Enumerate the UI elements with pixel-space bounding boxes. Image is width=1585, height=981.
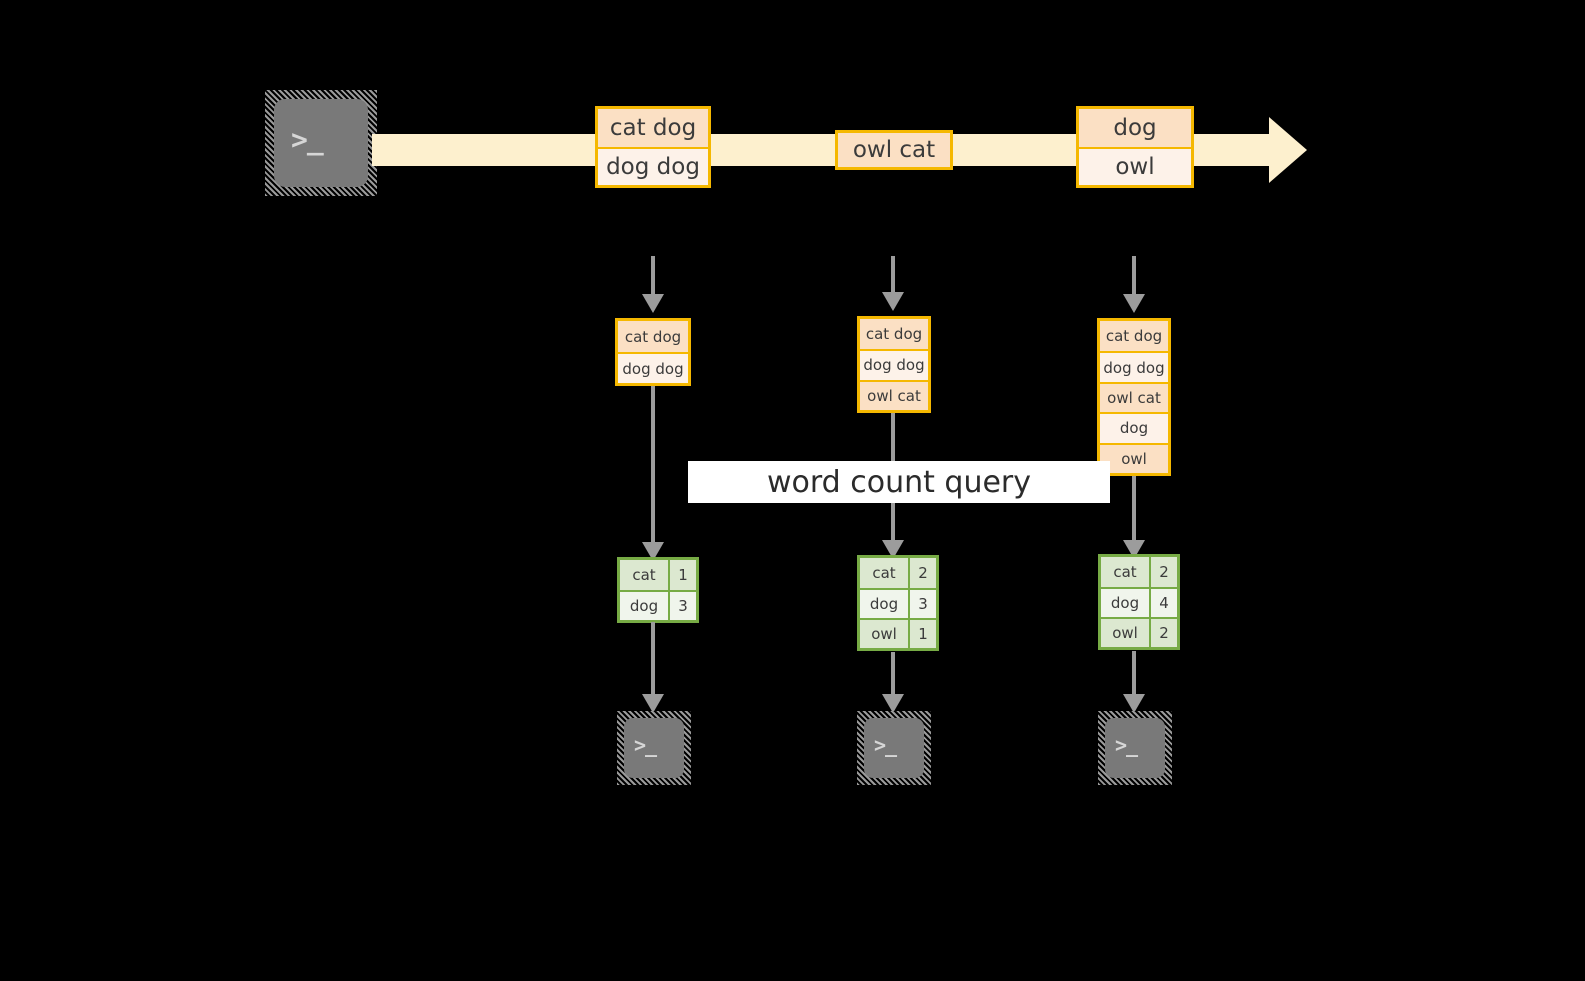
snapshot-row: cat dog [618, 321, 688, 352]
table-row: cat 2 [860, 558, 936, 588]
table-cell-key: cat [860, 558, 908, 588]
snapshot-box[interactable]: cat dog dog dog [615, 318, 691, 386]
stream-arrow-head [1269, 117, 1307, 183]
table-cell-value: 2 [908, 558, 936, 588]
table-cell-value: 4 [1149, 589, 1177, 617]
event-row: dog [1079, 109, 1191, 147]
connector-arrow-head [642, 542, 664, 561]
table-row: owl 2 [1101, 617, 1177, 647]
table-row: cat 1 [620, 560, 696, 590]
event-row: dog dog [598, 147, 708, 185]
terminal-prompt-glyph: >_ [874, 733, 897, 757]
snapshot-row: owl cat [1100, 381, 1168, 413]
stream-to-snapshot-connector [891, 256, 895, 292]
terminal-body [274, 99, 368, 187]
snapshot-to-result-connector [1132, 476, 1136, 540]
terminal-prompt-glyph: >_ [634, 733, 657, 757]
connector-arrow-head [642, 694, 664, 713]
result-to-sink-connector [891, 652, 895, 694]
stream-to-snapshot-connector [1132, 256, 1136, 294]
table-cell-key: owl [860, 620, 908, 648]
sink-terminal-icon[interactable]: >_ [617, 711, 691, 785]
table-cell-value: 1 [668, 560, 696, 590]
table-cell-value: 3 [908, 590, 936, 618]
snapshot-row: owl [1100, 442, 1168, 474]
terminal-body [624, 718, 684, 778]
table-row: cat 2 [1101, 557, 1177, 587]
table-cell-key: dog [860, 590, 908, 618]
snapshot-row: owl cat [860, 379, 928, 410]
table-cell-key: cat [620, 560, 668, 590]
table-cell-key: dog [620, 592, 668, 620]
connector-arrow-head [882, 540, 904, 559]
snapshot-to-result-connector [651, 386, 655, 542]
table-cell-value: 2 [1149, 557, 1177, 587]
snapshot-row: dog [1100, 412, 1168, 443]
connector-arrow-head [1123, 694, 1145, 713]
stream-event-box[interactable]: owl cat [835, 130, 953, 170]
terminal-prompt-glyph: >_ [1115, 733, 1138, 757]
table-cell-key: cat [1101, 557, 1149, 587]
snapshot-box[interactable]: cat dog dog dog owl cat dog owl [1097, 318, 1171, 476]
source-terminal-icon[interactable]: >_ [265, 90, 377, 196]
snapshot-box[interactable]: cat dog dog dog owl cat [857, 316, 931, 413]
terminal-body [864, 718, 924, 778]
stream-to-snapshot-connector [651, 256, 655, 294]
snapshot-row: cat dog [1100, 321, 1168, 352]
result-to-sink-connector [651, 622, 655, 694]
table-row: dog 3 [620, 590, 696, 620]
terminal-prompt-glyph: >_ [291, 123, 324, 156]
table-cell-value: 1 [908, 620, 936, 648]
snapshot-row: dog dog [618, 352, 688, 383]
table-cell-key: dog [1101, 589, 1149, 617]
connector-arrow-head [882, 292, 904, 311]
table-row: dog 3 [860, 588, 936, 618]
result-table[interactable]: cat 1 dog 3 [617, 557, 699, 623]
snapshot-row: dog dog [860, 349, 928, 380]
result-to-sink-connector [1132, 651, 1136, 694]
query-label-band: word count query [688, 461, 1110, 503]
event-row: cat dog [598, 109, 708, 147]
snapshot-row: cat dog [860, 319, 928, 350]
event-row: owl [1079, 147, 1191, 185]
table-row: dog 4 [1101, 587, 1177, 617]
table-cell-key: owl [1101, 619, 1149, 647]
sink-terminal-icon[interactable]: >_ [1098, 711, 1172, 785]
connector-arrow-head [642, 294, 664, 313]
query-label-text: word count query [766, 464, 1032, 500]
table-row: owl 1 [860, 618, 936, 648]
table-cell-value: 2 [1149, 619, 1177, 647]
terminal-body [1105, 718, 1165, 778]
stream-event-box[interactable]: cat dog dog dog [595, 106, 711, 188]
stream-event-box[interactable]: dog owl [1076, 106, 1194, 188]
result-table[interactable]: cat 2 dog 3 owl 1 [857, 555, 939, 651]
connector-arrow-head [882, 694, 904, 713]
sink-terminal-icon[interactable]: >_ [857, 711, 931, 785]
event-row: owl cat [838, 133, 950, 167]
snapshot-row: dog dog [1100, 351, 1168, 382]
table-cell-value: 3 [668, 592, 696, 620]
result-table[interactable]: cat 2 dog 4 owl 2 [1098, 554, 1180, 650]
connector-arrow-head [1123, 294, 1145, 313]
